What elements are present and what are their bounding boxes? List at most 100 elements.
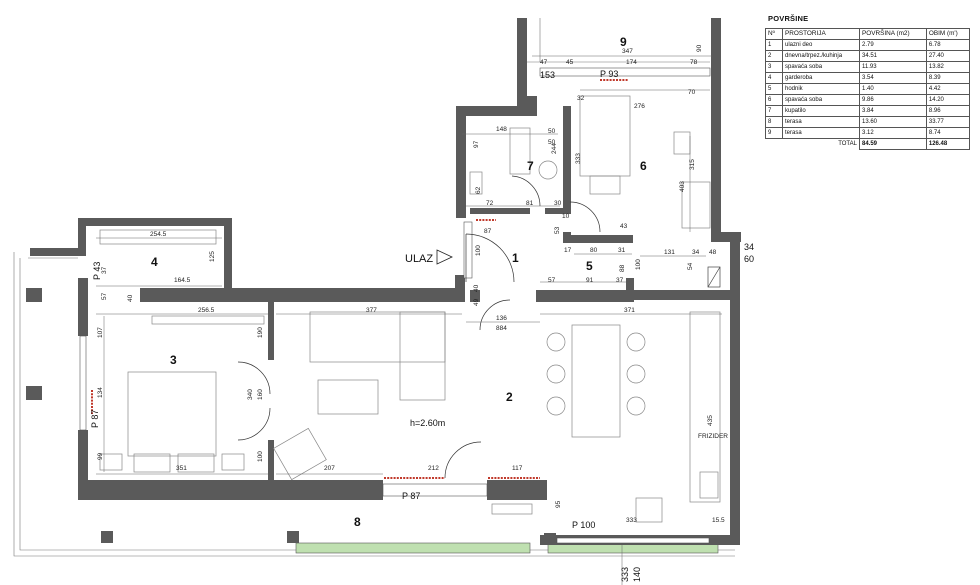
dim-53: 53 <box>554 226 561 234</box>
dim-884: 884 <box>496 325 507 332</box>
row-area: 13.60 <box>859 116 927 128</box>
row-room: spavaća soba <box>782 94 860 106</box>
row-perimeter: 27.40 <box>925 50 971 62</box>
room-number-7: 7 <box>527 159 534 173</box>
dim-435: 435 <box>707 415 714 426</box>
total-label: TOTAL <box>782 138 860 150</box>
entry-arrow-icon <box>436 249 453 265</box>
total-perimeter: 126.48 <box>925 138 971 150</box>
table-row: 7 kupatilo 3.84 8.96 <box>765 105 971 117</box>
entry-label: ULAZ <box>405 253 433 265</box>
row-number: 6 <box>765 94 783 106</box>
row-room: hodnik <box>782 83 860 95</box>
row-number: 8 <box>765 116 783 128</box>
dim-174: 174 <box>626 59 637 66</box>
dim-91: 91 <box>586 277 594 284</box>
dim-81: 81 <box>526 200 534 207</box>
dim-p87-left: P 87 <box>90 410 100 428</box>
dim-276: 276 <box>634 103 645 110</box>
total-area: 84.59 <box>859 138 927 150</box>
table-row: 1 ulazni deo 2.79 6.78 <box>765 39 971 51</box>
room-number-8: 8 <box>354 515 361 529</box>
dim-43: 43 <box>620 223 628 230</box>
dim-377: 377 <box>366 307 377 314</box>
dim-333b: 333 <box>626 517 637 524</box>
dim-347: 347 <box>622 48 633 55</box>
dim-403: 403 <box>679 181 686 192</box>
dim-p100: P 100 <box>572 520 595 530</box>
row-area: 3.84 <box>859 105 927 117</box>
dimension-lines <box>96 55 722 585</box>
dim-136: 136 <box>496 315 507 322</box>
header-area: POVRŠINA (m2) <box>859 28 927 40</box>
dim-60: 60 <box>744 254 754 264</box>
dim-107: 107 <box>97 327 104 338</box>
dim-p87-bottom: P 87 <box>402 491 420 501</box>
radiators <box>91 79 628 479</box>
room-number-3: 3 <box>170 353 177 367</box>
dim-100: 100 <box>475 245 482 256</box>
row-perimeter: 13.82 <box>925 61 971 73</box>
dim-49: 49 <box>473 298 480 306</box>
room-number-5: 5 <box>586 259 593 273</box>
dim-95: 95 <box>555 500 562 508</box>
table-header-row: Nº PROSTORIJA POVRŠINA (m2) OBIM (m') <box>765 28 971 40</box>
dim-p93: P 93 <box>600 69 618 79</box>
dim-160: 160 <box>257 389 264 400</box>
row-room: garderoba <box>782 72 860 84</box>
legend-title: POVRŠINE <box>768 14 809 23</box>
dim-125: 125 <box>209 251 216 262</box>
dim-315: 315 <box>689 159 696 170</box>
row-number: 4 <box>765 72 783 84</box>
header-room: PROSTORIJA <box>782 28 860 40</box>
row-area: 3.54 <box>859 72 927 84</box>
row-perimeter: 4.42 <box>925 83 971 95</box>
dim-47: 47 <box>540 59 548 66</box>
dim-333c: 333 <box>620 567 630 582</box>
row-area: 9.86 <box>859 94 927 106</box>
dim-40b: 40 <box>473 284 480 292</box>
room-numbers: 1 2 3 4 5 6 7 8 9 <box>151 35 647 529</box>
dim-97: 97 <box>473 140 480 148</box>
row-perimeter: 8.39 <box>925 72 971 84</box>
dim-131: 131 <box>664 249 675 256</box>
dim-164-5: 164.5 <box>174 277 191 284</box>
dim-32: 32 <box>577 95 585 102</box>
ceiling-height-label: h=2.60m <box>410 418 445 428</box>
dim-90: 90 <box>696 44 703 52</box>
dim-100b: 100 <box>635 259 642 270</box>
dim-50a: 50 <box>548 128 556 135</box>
doors <box>237 175 601 479</box>
dim-50b: 50 <box>548 139 556 146</box>
dim-99: 99 <box>97 452 104 460</box>
dim-254-5: 254.5 <box>150 231 167 238</box>
row-perimeter: 8.96 <box>925 105 971 117</box>
header-number: Nº <box>765 28 783 40</box>
dim-340: 340 <box>247 389 254 400</box>
dim-117: 117 <box>512 465 523 472</box>
row-perimeter: 33.77 <box>925 116 971 128</box>
dim-37: 37 <box>101 266 108 274</box>
dim-78: 78 <box>690 59 698 66</box>
total-row: TOTAL 84.59 126.48 <box>765 138 971 150</box>
dim-244: 244 <box>551 143 558 154</box>
table-row: 4 garderoba 3.54 8.39 <box>765 72 971 84</box>
dim-p153: 153 <box>540 70 555 80</box>
dim-70: 70 <box>688 89 696 96</box>
header-perimeter: OBIM (m') <box>925 28 971 40</box>
dim-48: 48 <box>709 249 717 256</box>
kitchen-label: FRIZIDER <box>698 433 728 440</box>
dim-34a: 34 <box>692 249 700 256</box>
table-row: 5 hodnik 1.40 4.42 <box>765 83 971 95</box>
row-number: 2 <box>765 50 783 62</box>
area-legend: POVRŠINE Nº PROSTORIJA POVRŠINA (m2) OBI… <box>765 14 971 150</box>
row-perimeter: 14.20 <box>925 94 971 106</box>
table-row: 6 spavaća soba 9.86 14.20 <box>765 94 971 106</box>
walls <box>26 18 741 545</box>
dim-134: 134 <box>97 387 104 398</box>
row-perimeter: 8.74 <box>925 127 971 139</box>
dim-140: 140 <box>632 567 642 582</box>
dim-15-5: 15.5 <box>712 517 725 524</box>
dim-100c: 100 <box>257 451 264 462</box>
dim-17: 17 <box>564 247 572 254</box>
